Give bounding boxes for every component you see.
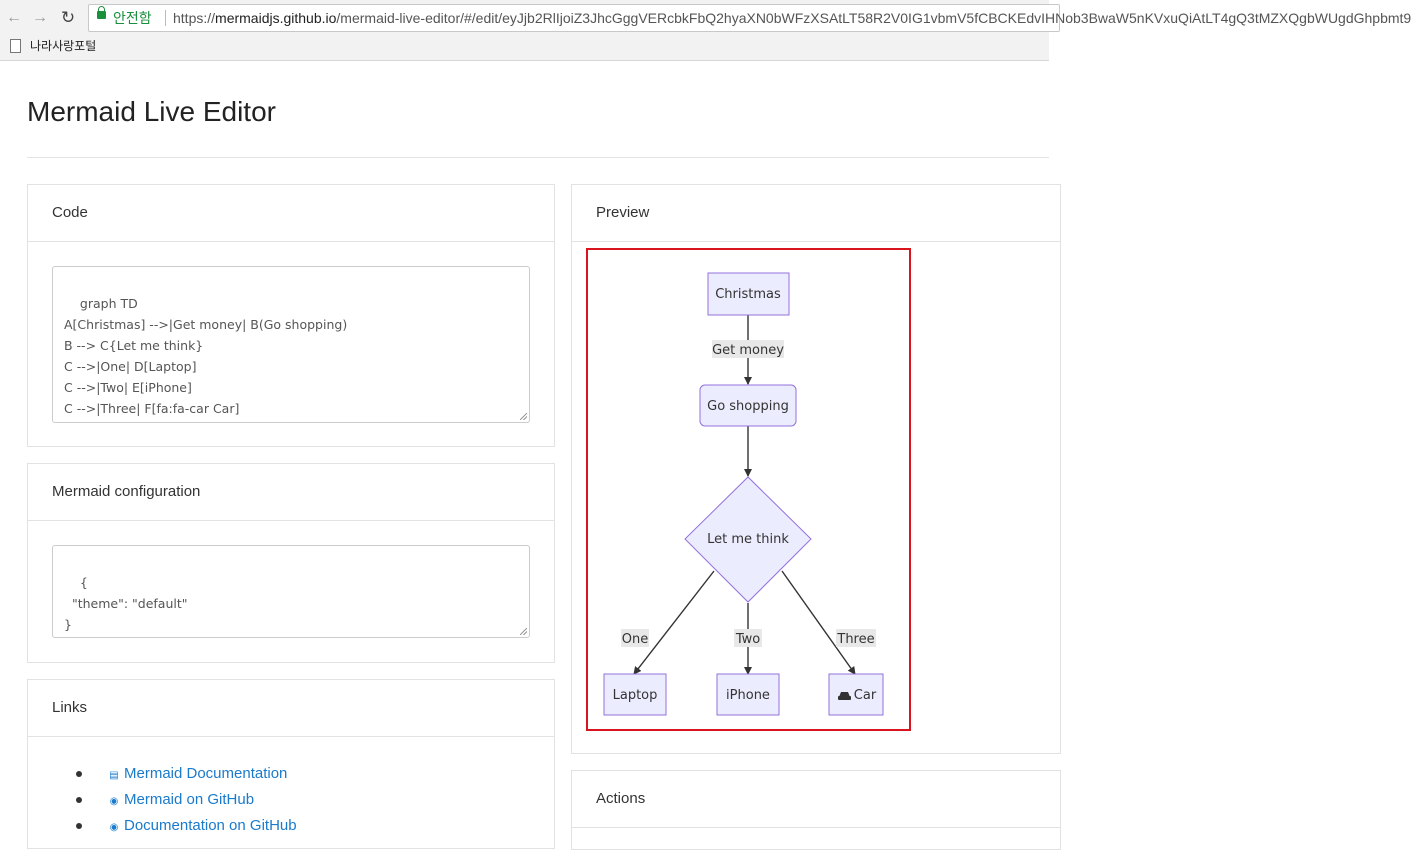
node-car[interactable] bbox=[828, 673, 884, 716]
code-card: Code graph TD A[Christmas] -->|Get money… bbox=[27, 184, 555, 447]
node-label-go-shopping: Go shopping bbox=[707, 399, 789, 414]
browser-chrome: ← → ↻ 안전함 https://mermaidjs.github.io/me… bbox=[0, 0, 1411, 61]
node-go-shopping[interactable] bbox=[699, 384, 797, 427]
link-label: Mermaid Documentation bbox=[124, 765, 288, 782]
lock-icon bbox=[97, 6, 106, 19]
config-textarea[interactable]: { "theme": "default" } bbox=[52, 545, 530, 638]
edge-label-bg bbox=[734, 629, 762, 647]
url-path: /mermaid-live-editor/#/edit/eyJjb2RlIjoi… bbox=[336, 10, 1411, 26]
links-card-title: Links bbox=[28, 680, 554, 737]
link-label: Mermaid on GitHub bbox=[124, 791, 255, 808]
edge-label-two: Two bbox=[735, 632, 760, 647]
list-item: ▤ Mermaid Documentation bbox=[76, 762, 297, 788]
node-label-iphone: iPhone bbox=[726, 688, 770, 703]
link-documentation-on-github[interactable]: ◉ Documentation on GitHub bbox=[108, 817, 297, 834]
node-christmas[interactable] bbox=[707, 272, 790, 316]
links-card: Links ▤ Mermaid Documentation ◉ Mermaid on… bbox=[27, 679, 555, 849]
edge-label-get-money: Get money bbox=[712, 343, 784, 358]
code-text: graph TD A[Christmas] -->|Get money| B(G… bbox=[64, 296, 348, 416]
resize-handle[interactable] bbox=[520, 413, 527, 420]
page-icon bbox=[10, 39, 21, 53]
flowchart-diagram: Get money One Two Three Christmas Go sho… bbox=[603, 272, 884, 716]
list-item: ◉ Mermaid on GitHub bbox=[76, 788, 297, 814]
node-label-christmas: Christmas bbox=[715, 287, 781, 302]
config-card-title: Mermaid configuration bbox=[28, 464, 554, 521]
url-host: mermaidjs.github.io bbox=[215, 10, 337, 26]
url-scheme: https:// bbox=[173, 10, 216, 26]
link-mermaid-on-github[interactable]: ◉ Mermaid on GitHub bbox=[108, 791, 254, 808]
github-icon: ◉ bbox=[109, 822, 119, 833]
node-label-car: Car bbox=[854, 688, 877, 703]
car-icon bbox=[838, 692, 851, 700]
header-divider bbox=[27, 157, 1049, 158]
node-iphone[interactable] bbox=[716, 673, 780, 716]
actions-card-title: Actions bbox=[572, 771, 1060, 828]
preview-card-title: Preview bbox=[572, 185, 1060, 242]
forward-icon[interactable]: → bbox=[32, 9, 48, 26]
actions-card: Actions bbox=[571, 770, 1061, 850]
edge-label-one: One bbox=[622, 632, 648, 647]
links-list: ▤ Mermaid Documentation ◉ Mermaid on GitHu… bbox=[76, 762, 297, 840]
node-let-me-think[interactable] bbox=[684, 476, 812, 603]
highlight-box bbox=[586, 248, 911, 731]
resize-handle[interactable] bbox=[520, 628, 527, 635]
config-card: Mermaid configuration { "theme": "defaul… bbox=[27, 463, 555, 663]
list-item: ◉ Documentation on GitHub bbox=[76, 814, 297, 840]
link-label: Documentation on GitHub bbox=[124, 817, 297, 834]
link-mermaid-documentation[interactable]: ▤ Mermaid Documentation bbox=[108, 765, 287, 782]
reload-icon[interactable]: ↻ bbox=[60, 8, 76, 27]
edge-label-three: Three bbox=[836, 632, 874, 647]
node-laptop[interactable] bbox=[603, 673, 667, 716]
book-icon: ▤ bbox=[109, 770, 119, 781]
url-text: https://mermaidjs.github.io/mermaid-live… bbox=[173, 5, 1411, 31]
secure-label: 안전함 bbox=[113, 10, 152, 26]
address-separator bbox=[165, 10, 166, 26]
node-label-laptop: Laptop bbox=[613, 688, 658, 703]
edge-think-laptop bbox=[633, 570, 715, 675]
edge-label-bg bbox=[621, 629, 649, 647]
back-icon[interactable]: ← bbox=[6, 9, 22, 26]
preview-card: Preview bbox=[571, 184, 1061, 754]
edge-label-bg bbox=[712, 340, 784, 358]
node-label-let-me-think: Let me think bbox=[707, 532, 789, 547]
config-text: { "theme": "default" } bbox=[64, 575, 188, 632]
code-card-title: Code bbox=[28, 185, 554, 242]
bookmark-item[interactable]: 나라사랑포털 bbox=[30, 39, 97, 53]
code-textarea[interactable]: graph TD A[Christmas] -->|Get money| B(G… bbox=[52, 266, 530, 423]
github-icon: ◉ bbox=[109, 796, 119, 807]
address-bar[interactable]: 안전함 https://mermaidjs.github.io/mermaid-… bbox=[88, 4, 1411, 32]
page-title: Mermaid Live Editor bbox=[27, 96, 276, 127]
edge-think-car bbox=[781, 570, 856, 675]
bookmarks-bar: 나라사랑포털 bbox=[0, 34, 1049, 58]
edge-label-bg bbox=[836, 629, 876, 647]
